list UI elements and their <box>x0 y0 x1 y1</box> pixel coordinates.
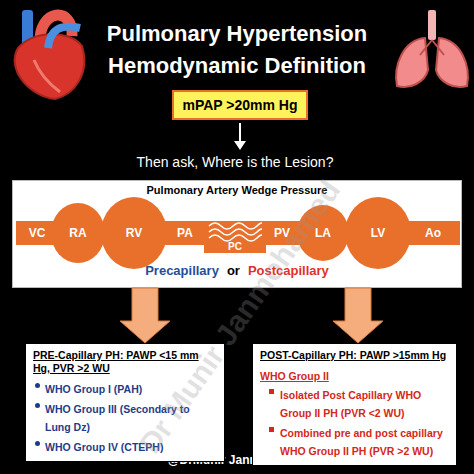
block-arrow <box>120 288 170 343</box>
bullet-dot <box>269 427 274 432</box>
bullet-text: WHO Group III (Secondary to Lung Dz) <box>45 403 190 433</box>
chamber-shape: LV <box>345 197 411 269</box>
arrow-line <box>239 123 241 142</box>
trachea-drawing <box>428 10 436 40</box>
capillary-line <box>209 229 263 235</box>
title-text: Pulmonary Hypertension Hemodynamic Defin… <box>87 18 387 82</box>
bullet-dot <box>35 403 40 408</box>
bullet-text: Combined pre and post capillary WHO Grou… <box>280 427 443 457</box>
chamber-shape: Ao <box>407 221 459 245</box>
classification-box: PRE-Capillary PH: PAWP <15 mm Hg, PVR >2… <box>25 343 225 462</box>
chamber-shape: PV <box>263 221 301 245</box>
chamber-label: PV <box>274 226 290 240</box>
chamber-label: VC <box>29 226 46 240</box>
chamber-shape: PC <box>205 213 265 253</box>
chamber-label: RA <box>69 226 86 240</box>
band-title: Pulmonary Artery Wedge Pressure <box>13 184 461 196</box>
bullet-item: Isolated Post Capillary WHO Group II PH … <box>260 385 449 421</box>
circulation-band: Pulmonary Artery Wedge PressurePrecapill… <box>12 180 462 288</box>
block-arrow <box>333 288 383 343</box>
classification-box: POST-Capillary PH: PAWP >15mm Hg WHO Grou… <box>252 343 457 466</box>
chamber-ellipse <box>345 197 411 269</box>
box-heading: POST-Capillary PH: PAWP >15mm Hg <box>260 349 449 362</box>
bullet-dot <box>35 441 40 446</box>
chamber-ellipse <box>297 205 349 261</box>
heart-highlight <box>34 60 60 92</box>
chamber-label: RV <box>126 226 142 240</box>
chamber-label: LA <box>315 226 331 240</box>
bullet-item: WHO Group IV (CTEPH) <box>33 437 217 455</box>
prompt-text: Then ask, Where is the Lesion? <box>90 154 380 170</box>
pulmonary-artery-drawing <box>48 27 80 48</box>
bullet-dot <box>35 383 40 388</box>
criterion-box: mPAP >20mm Hg <box>172 90 308 120</box>
lungs-illustration <box>396 10 468 87</box>
down-arrow <box>234 123 246 150</box>
arrow-head <box>234 141 246 150</box>
capillary-line <box>209 223 263 229</box>
chamber-label: PC <box>228 241 242 253</box>
band-row: Precapillary or Postcapillary <box>13 263 461 278</box>
bronchi-drawing <box>420 40 444 55</box>
chamber-shape: RA <box>51 203 105 263</box>
band-word: Precapillary <box>145 263 219 278</box>
bullet-item: Combined pre and post capillary WHO Grou… <box>260 423 449 459</box>
chamber-shape: PA <box>163 221 207 245</box>
chamber-shape: RV <box>101 197 167 269</box>
box-heading: PRE-Capillary PH: PAWP <15 mm Hg, PVR >2… <box>33 349 217 375</box>
chamber-label: Ao <box>425 226 441 240</box>
capillary-bed <box>204 221 266 253</box>
heart-illustration <box>15 10 85 99</box>
band-word: Postcapillary <box>248 263 329 278</box>
left-lung-drawing <box>396 38 428 87</box>
bullet-text: WHO Group IV (CTEPH) <box>45 441 163 453</box>
band-word: or <box>227 263 240 278</box>
bullet-text: Isolated Post Capillary WHO Group II PH … <box>280 389 421 419</box>
vessel-segment <box>162 221 208 245</box>
vessel-segment <box>406 221 460 245</box>
bullet-item: WHO Group III (Secondary to Lung Dz) <box>33 399 217 435</box>
bullet-dot <box>269 389 274 394</box>
right-lung-drawing <box>436 38 468 87</box>
capillary-line <box>209 235 263 241</box>
chamber-ellipse <box>101 197 167 269</box>
chamber-shape: LA <box>297 205 349 261</box>
chamber-label: PA <box>177 226 193 240</box>
vessel-segment <box>262 221 302 245</box>
bullet-item: WHO Group I (PAH) <box>33 379 217 397</box>
group-heading: WHO Group II <box>260 370 449 383</box>
criterion-text: mPAP >20mm Hg <box>182 97 297 113</box>
bullet-text: WHO Group I (PAH) <box>45 383 142 395</box>
chamber-ellipse <box>51 203 105 263</box>
chamber-label: LV <box>371 226 385 240</box>
